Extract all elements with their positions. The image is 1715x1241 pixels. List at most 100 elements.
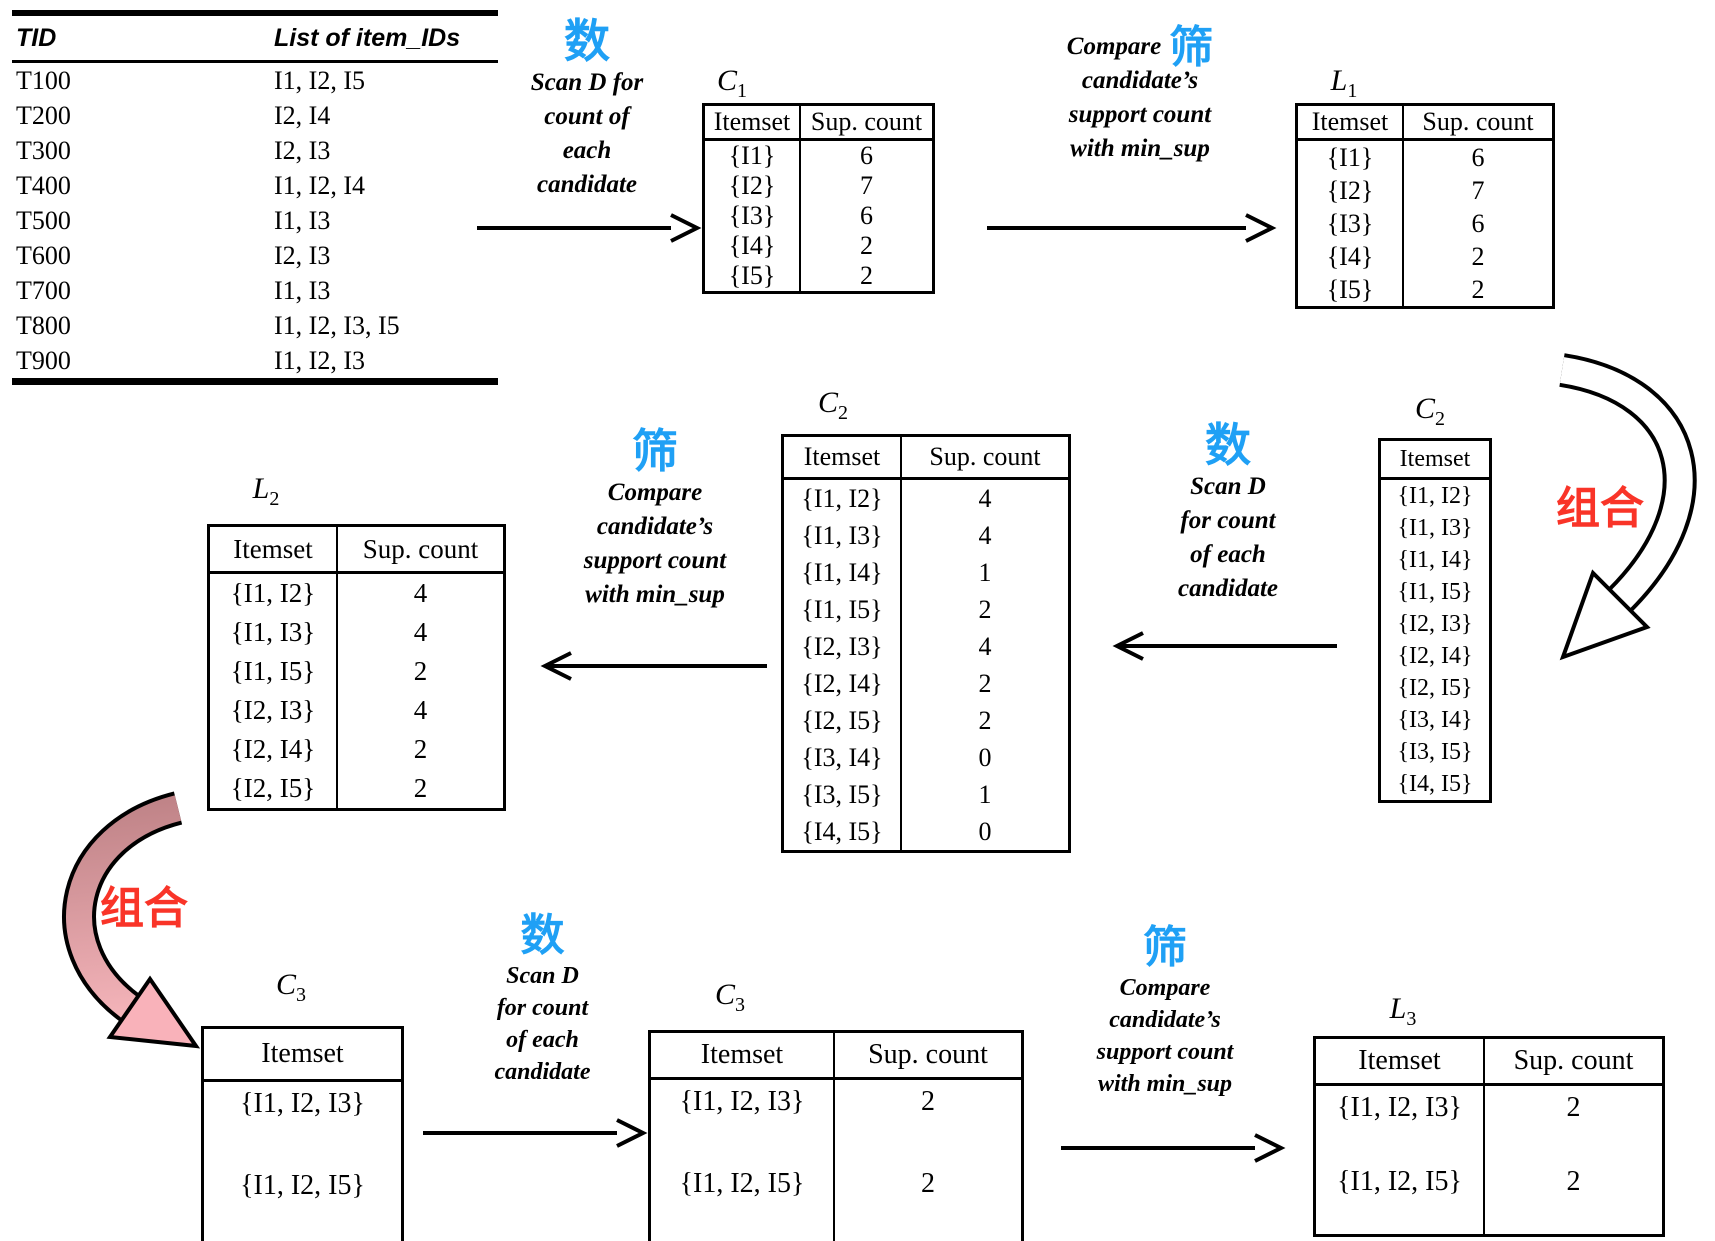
arrow-compare-3 xyxy=(1061,1133,1286,1163)
cell: 1 xyxy=(978,779,992,809)
cell: {I1, I3} xyxy=(782,517,902,554)
cell: 2 xyxy=(860,261,873,290)
cell: T300 xyxy=(16,135,71,165)
column-header: Itemset xyxy=(703,104,801,141)
table-row: {I1, I2, I3} xyxy=(203,1081,403,1165)
c2-join-table: Itemset{I1, I2}{I1, I3}{I1, I4}{I1, I5}{… xyxy=(1378,438,1492,803)
cell: T700 xyxy=(16,275,71,305)
annotation-line: candidate’s xyxy=(1081,67,1199,94)
cell: I1, I2, I4 xyxy=(274,170,365,200)
cell: {I1, I2} xyxy=(782,478,902,517)
table-row: {I4, I5}0 xyxy=(782,813,1070,852)
c3-join-table: Itemset{I1, I2, I3}{I1, I2, I5} xyxy=(201,1026,404,1241)
cell: {I1, I2, I3} xyxy=(1314,1084,1485,1160)
annotation-line: Scan D xyxy=(1190,473,1266,500)
chinese-filter-label: 筛 xyxy=(632,424,678,478)
cell: 2 xyxy=(860,231,873,260)
column-header: Itemset xyxy=(202,1027,403,1082)
table-row: {I5}2 xyxy=(1296,273,1554,308)
cell: {I2, I3} xyxy=(208,691,338,730)
table-row: {I3, I5} xyxy=(1380,736,1491,768)
annotation-scan-1: 数 Scan D for count of each candidate xyxy=(462,16,712,202)
cell: {I3, I4} xyxy=(1397,706,1473,733)
cell: I1, I3 xyxy=(274,275,331,305)
chinese-filter-label: 筛 xyxy=(1143,922,1187,973)
annotation-line: for count xyxy=(1180,507,1276,534)
annotation-line: support count xyxy=(583,547,727,574)
table-title-c3-count: C3 xyxy=(714,978,745,1016)
column-header: Sup. count xyxy=(337,525,505,574)
annotation-line: for count xyxy=(496,995,589,1021)
cell: I2, I3 xyxy=(274,240,331,270)
cell: 4 xyxy=(978,483,992,513)
annotation-compare-2: 筛 Compare candidate’s support count with… xyxy=(535,426,775,612)
table-row: {I2}7 xyxy=(1296,174,1554,207)
table-row: {I4, I5} xyxy=(1380,768,1491,802)
chinese-join-label-1: 组合 xyxy=(1556,483,1644,534)
annotation-line: Scan D for xyxy=(530,69,644,96)
annotation-line: of each xyxy=(506,1027,579,1053)
table-row: {I1, I2, I5} xyxy=(203,1164,403,1241)
annotation-line: support count xyxy=(1096,1039,1234,1065)
cell: I1, I2, I3, I5 xyxy=(274,310,400,340)
cell: T500 xyxy=(16,205,71,235)
cell: 2 xyxy=(921,1168,935,1199)
cell: {I1, I3} xyxy=(208,613,338,652)
cell: {I1, I3} xyxy=(1397,514,1473,541)
column-header: Sup. count xyxy=(901,435,1070,480)
table-row: T700 I1, I3 xyxy=(12,273,498,308)
table-title-l3: L3 xyxy=(1389,992,1417,1030)
table-row: {I2, I3}4 xyxy=(208,691,505,730)
cell: {I2, I3} xyxy=(1397,610,1473,637)
table-row: {I1, I2} xyxy=(1380,479,1491,513)
table-row: {I1, I2, I5} 2 xyxy=(1314,1160,1664,1236)
cell: 4 xyxy=(413,578,428,608)
cell: {I2, I4} xyxy=(782,665,902,702)
cell: 2 xyxy=(1471,241,1485,271)
cell: I2, I4 xyxy=(274,100,331,130)
cell: 2 xyxy=(1566,1166,1581,1197)
annotation-scan-3: 数 Scan D for count of each candidate xyxy=(425,912,660,1088)
cell: T200 xyxy=(16,100,71,130)
table-title-l2: L2 xyxy=(252,472,280,510)
table-row: {I2, I5}2 xyxy=(208,769,505,810)
cell: {I4} xyxy=(703,231,801,261)
cell: 0 xyxy=(978,742,992,772)
table-row: {I1, I5} xyxy=(1380,576,1491,608)
chinese-filter-label: 筛 xyxy=(1169,22,1214,73)
column-header: Sup. count xyxy=(1403,104,1554,141)
cell: {I4, I5} xyxy=(1397,770,1473,797)
cell: {I5} xyxy=(703,261,801,293)
table-row: {I1, I5}2 xyxy=(208,652,505,691)
table-row: {I3, I4} xyxy=(1380,704,1491,736)
table-row: {I1, I4}1 xyxy=(782,554,1070,591)
cell: {I1, I4} xyxy=(782,554,902,591)
header-row: Itemset xyxy=(202,1027,403,1082)
cell: {I3, I5} xyxy=(1397,738,1473,765)
table-row: {I2, I5}2 xyxy=(782,702,1070,739)
cell: 6 xyxy=(1471,142,1485,172)
cell: 2 xyxy=(413,773,428,803)
table-row: {I1, I2, I3}2 xyxy=(1314,1084,1664,1160)
cell: {I3, I5} xyxy=(782,776,902,813)
cell: {I1, I2} xyxy=(208,572,338,613)
table-row: {I2, I3} xyxy=(1380,608,1491,640)
table-row: {I3}6 xyxy=(703,201,934,231)
cell: {I1} xyxy=(1296,139,1404,174)
chinese-join-label-2: 组合 xyxy=(100,883,188,934)
table-row: {I1, I2, I3}2 xyxy=(649,1078,1023,1162)
annotation-line: with min_sup xyxy=(585,581,725,608)
table-row: {I1, I5}2 xyxy=(782,591,1070,628)
cell: {I1, I2, I5} xyxy=(1314,1160,1485,1236)
header-row: Itemset xyxy=(1379,439,1491,480)
cell: {I1, I5} xyxy=(782,591,902,628)
